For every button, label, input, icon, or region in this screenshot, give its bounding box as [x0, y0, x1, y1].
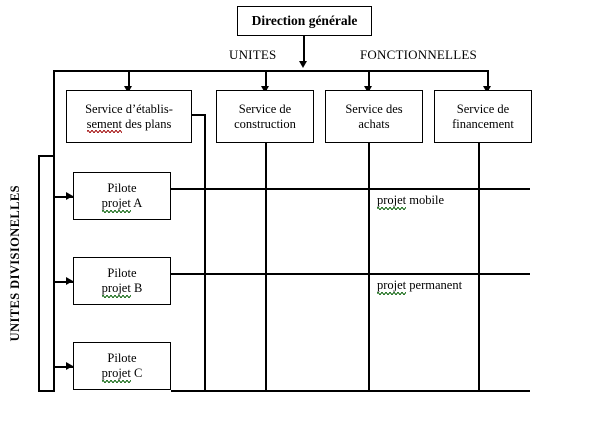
rail-label-word-rest: mobile — [406, 193, 445, 207]
pilote-line1: Pilote — [107, 266, 137, 281]
service-line1: Service d’établis- — [85, 101, 173, 116]
services-distribution-bar — [53, 70, 489, 72]
rail-label-projet-permanent: projet permanent — [374, 278, 466, 295]
service-box-etablissement-plans: Service d’établis- sement des plans — [66, 90, 192, 143]
drop-arrow-service-2-icon — [261, 86, 269, 93]
title-stem-line — [303, 36, 305, 63]
pilote-label-projet-a: Pilote projet A — [98, 181, 147, 213]
service-box-financement: Service de financement — [434, 90, 532, 143]
divisional-bracket-left — [38, 155, 40, 391]
pilote-label-projet-c: Pilote projet C — [98, 351, 147, 383]
direction-generale-label: Direction générale — [251, 13, 358, 29]
side-caption-unites-divisionelles: UNITES DIVISIONELLES — [8, 185, 22, 342]
project-rail-bottom — [171, 390, 530, 392]
drop-line-service-3 — [368, 70, 370, 90]
service-1-elbow-line — [192, 114, 206, 116]
feeder-line-pilote-c — [53, 366, 73, 368]
service-box-achats: Service des achats — [325, 90, 423, 143]
drop-arrow-service-4-icon — [483, 86, 491, 93]
pilote-line1: Pilote — [107, 351, 137, 366]
service-1-column-line — [204, 114, 206, 391]
drop-arrow-service-3-icon — [364, 86, 372, 93]
drop-line-service-2 — [265, 70, 267, 90]
drop-line-service-1 — [128, 70, 130, 90]
project-rail-mobile — [171, 188, 530, 190]
feeder-arrow-pilote-b-icon — [66, 277, 73, 285]
service-line2-rest: des plans — [122, 116, 172, 131]
rail-label-word-misspelled: projet — [377, 278, 407, 295]
service-line1: Service de — [456, 101, 510, 116]
service-label-construction: Service de construction — [230, 102, 300, 132]
pilote-line2-rest: B — [130, 281, 143, 295]
feeder-line-pilote-a — [53, 196, 73, 198]
service-line2-misspelled: sement — [86, 116, 123, 133]
service-line1: Service de — [238, 101, 292, 116]
service-line2: construction — [234, 116, 296, 131]
direction-generale-box: Direction générale — [237, 6, 372, 36]
pilote-line2-rest: C — [130, 366, 143, 380]
service-label-financement: Service de financement — [448, 102, 518, 132]
service-label-achats: Service des achats — [341, 102, 406, 132]
pilote-line2-rest: A — [130, 196, 143, 210]
project-rail-permanent — [171, 273, 530, 275]
label-unites: UNITES — [229, 47, 277, 62]
divisional-spine-line — [53, 70, 55, 391]
service-2-column-line — [265, 143, 267, 391]
drop-line-service-4 — [487, 70, 489, 90]
service-line2: achats — [358, 116, 390, 131]
divisional-bracket-top — [38, 155, 55, 157]
feeder-arrow-pilote-c-icon — [66, 362, 73, 370]
feeder-line-pilote-b — [53, 281, 73, 283]
drop-arrow-service-1-icon — [124, 86, 132, 93]
pilote-line2-word: projet — [101, 281, 132, 298]
service-line1: Service des — [345, 101, 403, 116]
label-fonctionnelles: FONCTIONNELLES — [360, 47, 477, 62]
service-box-construction: Service de construction — [216, 90, 314, 143]
service-line2: financement — [452, 116, 514, 131]
rail-label-word-misspelled: projet — [377, 193, 407, 210]
pilote-line1: Pilote — [107, 181, 137, 196]
pilote-box-projet-c: Pilote projet C — [73, 342, 171, 390]
rail-label-word-rest: permanent — [406, 278, 463, 292]
divisional-bracket-bottom — [38, 390, 55, 392]
pilote-label-projet-b: Pilote projet B — [98, 266, 147, 298]
pilote-line2-word: projet — [101, 366, 132, 383]
pilote-box-projet-b: Pilote projet B — [73, 257, 171, 305]
service-4-column-line — [478, 143, 480, 391]
pilote-line2-word: projet — [101, 196, 132, 213]
rail-label-projet-mobile: projet mobile — [374, 193, 448, 210]
service-label-etablissement-plans: Service d’établis- sement des plans — [81, 101, 177, 133]
feeder-arrow-pilote-a-icon — [66, 192, 73, 200]
service-3-column-line — [368, 143, 370, 391]
title-stem-arrow-icon — [299, 61, 307, 68]
pilote-box-projet-a: Pilote projet A — [73, 172, 171, 220]
